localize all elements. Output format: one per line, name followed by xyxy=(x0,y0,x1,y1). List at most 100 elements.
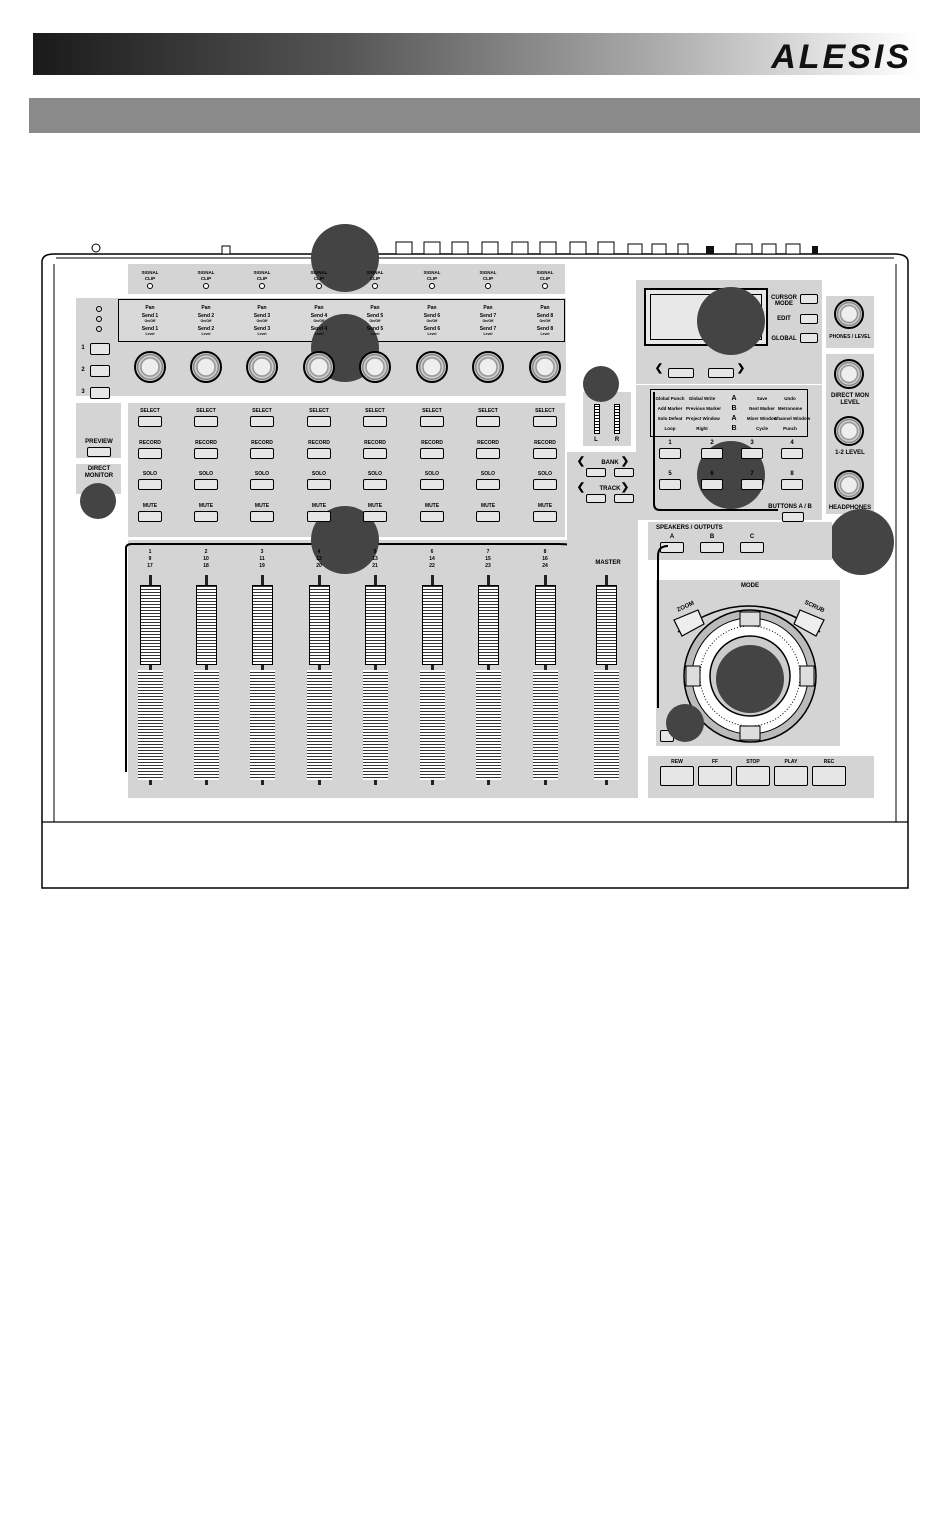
fader-cap[interactable] xyxy=(596,585,617,665)
select-button[interactable] xyxy=(476,416,500,427)
mute-button[interactable] xyxy=(363,511,387,522)
transport-rec-button[interactable] xyxy=(812,766,846,786)
record-button[interactable] xyxy=(533,448,557,459)
encoder-knob[interactable] xyxy=(190,351,222,383)
function-button[interactable] xyxy=(781,448,803,459)
mute-button[interactable] xyxy=(476,511,500,522)
select-button[interactable] xyxy=(363,416,387,427)
page-button[interactable] xyxy=(90,387,110,399)
mute-button[interactable] xyxy=(250,511,274,522)
encoder-knob[interactable] xyxy=(134,351,166,383)
send-label: Send 6 xyxy=(423,326,441,332)
transport-rew-button[interactable] xyxy=(660,766,694,786)
fader-cap[interactable] xyxy=(365,585,386,665)
solo-button[interactable] xyxy=(194,479,218,490)
function-button[interactable] xyxy=(781,479,803,490)
master-fader[interactable] xyxy=(591,575,621,785)
select-button[interactable] xyxy=(307,416,331,427)
transport-ff-button[interactable] xyxy=(698,766,732,786)
encoder-knob[interactable] xyxy=(529,351,561,383)
clip-led xyxy=(203,283,209,289)
track-left-arrow-icon: ❮ xyxy=(576,482,586,493)
solo-button[interactable] xyxy=(420,479,444,490)
solo-button[interactable] xyxy=(533,479,557,490)
select-button[interactable] xyxy=(533,416,557,427)
channel-fader[interactable] xyxy=(191,575,221,785)
global-button[interactable] xyxy=(800,333,818,343)
channel-fader[interactable] xyxy=(530,575,560,785)
fader-cap[interactable] xyxy=(422,585,443,665)
select-button[interactable] xyxy=(250,416,274,427)
fader-cap[interactable] xyxy=(478,585,499,665)
display-right-button[interactable] xyxy=(708,368,734,378)
fader-cap[interactable] xyxy=(535,585,556,665)
display-left-button[interactable] xyxy=(668,368,694,378)
channel-fader[interactable] xyxy=(360,575,390,785)
transport-stop-button[interactable] xyxy=(736,766,770,786)
cursor-mode-button[interactable] xyxy=(800,294,818,304)
function-button[interactable] xyxy=(741,479,763,490)
preview-button[interactable] xyxy=(87,447,111,457)
solo-button[interactable] xyxy=(363,479,387,490)
record-button[interactable] xyxy=(138,448,162,459)
channel-number: 22 xyxy=(429,563,435,569)
function-button[interactable] xyxy=(659,448,681,459)
select-button[interactable] xyxy=(420,416,444,427)
solo-button[interactable] xyxy=(250,479,274,490)
phones-level-knob[interactable] xyxy=(834,299,864,329)
function-button[interactable] xyxy=(701,479,723,490)
mute-button[interactable] xyxy=(194,511,218,522)
record-button[interactable] xyxy=(194,448,218,459)
channel-number: 19 xyxy=(259,563,265,569)
solo-button[interactable] xyxy=(138,479,162,490)
mute-button[interactable] xyxy=(138,511,162,522)
record-label: RECORD xyxy=(308,440,330,446)
encoder-knob[interactable] xyxy=(359,351,391,383)
select-button[interactable] xyxy=(138,416,162,427)
record-button[interactable] xyxy=(420,448,444,459)
edit-button[interactable] xyxy=(800,314,818,324)
channel-fader[interactable] xyxy=(473,575,503,785)
page-button[interactable] xyxy=(90,343,110,355)
function-button[interactable] xyxy=(701,448,723,459)
transport-label: REW xyxy=(671,759,683,765)
headphones-knob[interactable] xyxy=(834,470,864,500)
function-button[interactable] xyxy=(659,479,681,490)
mute-button[interactable] xyxy=(307,511,331,522)
function-button[interactable] xyxy=(741,448,763,459)
record-button[interactable] xyxy=(307,448,331,459)
speaker-b-button[interactable] xyxy=(700,542,724,553)
fader-cap[interactable] xyxy=(309,585,330,665)
fader-cap[interactable] xyxy=(140,585,161,665)
solo-button[interactable] xyxy=(307,479,331,490)
speaker-c-button[interactable] xyxy=(740,542,764,553)
pan-label: Pan xyxy=(483,305,493,311)
encoder-knob[interactable] xyxy=(416,351,448,383)
record-button[interactable] xyxy=(250,448,274,459)
track-left-button[interactable] xyxy=(586,494,606,503)
send-label: Send 2 xyxy=(197,313,215,319)
encoder-knob[interactable] xyxy=(246,351,278,383)
mute-button[interactable] xyxy=(533,511,557,522)
solo-button[interactable] xyxy=(476,479,500,490)
buttons-ab-button[interactable] xyxy=(782,512,804,522)
mute-button[interactable] xyxy=(420,511,444,522)
channel-fader[interactable] xyxy=(247,575,277,785)
encoder-knob[interactable] xyxy=(303,351,335,383)
track-right-button[interactable] xyxy=(614,494,634,503)
fader-cap[interactable] xyxy=(196,585,217,665)
record-button[interactable] xyxy=(476,448,500,459)
page-button[interactable] xyxy=(90,365,110,377)
channel-fader[interactable] xyxy=(304,575,334,785)
encoder-knob[interactable] xyxy=(472,351,504,383)
direct-mon-level-knob[interactable] xyxy=(834,359,864,389)
transport-play-button[interactable] xyxy=(774,766,808,786)
record-button[interactable] xyxy=(363,448,387,459)
fader-cap[interactable] xyxy=(252,585,273,665)
select-button[interactable] xyxy=(194,416,218,427)
bank-right-button[interactable] xyxy=(614,468,634,477)
channel-fader[interactable] xyxy=(135,575,165,785)
level-1-2-knob[interactable] xyxy=(834,416,864,446)
bank-left-button[interactable] xyxy=(586,468,606,477)
channel-fader[interactable] xyxy=(417,575,447,785)
